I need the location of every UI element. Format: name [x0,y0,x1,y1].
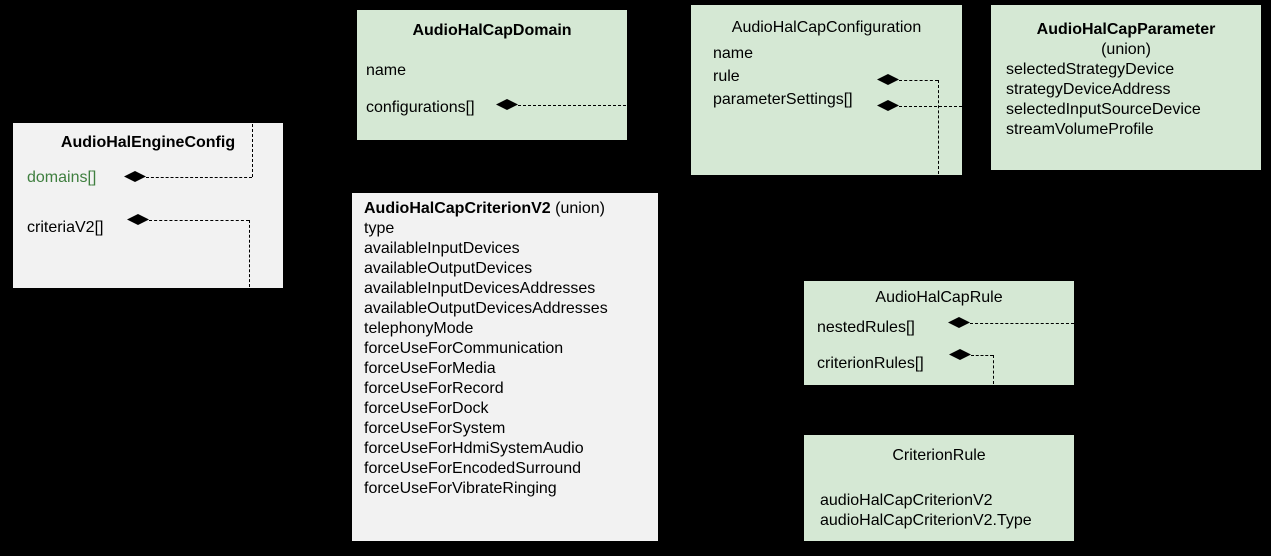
attribute-availableinputdevices: availableInputDevices [364,240,520,257]
attribute-forceusefordock: forceUseForDock [364,400,489,417]
composition-diamond-nestedrules [948,317,970,328]
connector-parametersettings-horizontal [899,106,962,107]
attribute-telephonymode: telephonyMode [364,320,474,337]
class-box-audiohalcapconfiguration[interactable]: AudioHalCapConfiguration name rule param… [691,5,962,175]
attribute-name-domain: name [366,62,407,79]
attribute-streamvolumeprofile: streamVolumeProfile [1006,121,1154,138]
composition-diamond-configurations [496,99,518,110]
attribute-forceuseforsystem: forceUseForSystem [364,420,506,437]
attribute-domains: domains[] [27,169,97,186]
class-box-audiohalengineconfig[interactable]: AudioHalEngineConfig domains[] criteriaV… [13,123,283,288]
composition-diamond-domains [124,171,146,182]
attribute-configurations: configurations[] [366,99,475,116]
class-box-criterionrule[interactable]: CriterionRule audioHalCapCriterionV2 aud… [804,435,1074,541]
attribute-audiohalcapcriterionv2: audioHalCapCriterionV2 [820,492,993,509]
class-box-audiohalcapcriterionv2[interactable]: AudioHalCapCriterionV2 (union) type avai… [352,193,658,541]
attribute-parametersettings: parameterSettings[] [713,91,853,108]
attribute-strategydeviceaddress: strategyDeviceAddress [1006,81,1171,98]
attribute-forceuseforrecord: forceUseForRecord [364,380,504,397]
attribute-criteriav2: criteriaV2[] [27,219,104,236]
attribute-availableoutputdevices: availableOutputDevices [364,260,533,277]
connector-criterionrules-horizontal [971,355,993,356]
connector-configurations-horizontal [518,105,626,106]
connector-criteriav2-vertical [249,220,250,287]
composition-diamond-criteriav2 [127,214,149,225]
attribute-forceuseforhdmisystemaudio: forceUseForHdmiSystemAudio [364,440,584,457]
connector-criteriav2-horizontal [149,220,249,221]
class-title-audiohalcapconfiguration: AudioHalCapConfiguration [731,19,922,36]
connector-nestedrules-horizontal [970,323,1074,324]
connector-domains-horizontal [146,177,252,178]
connector-rule-vertical [938,80,939,174]
class-title-criterionrule: CriterionRule [892,447,986,464]
attribute-type: type [364,220,395,237]
class-title-audiohalcaprule: AudioHalCapRule [875,289,1003,306]
attribute-availableinputdevicesaddresses: availableInputDevicesAddresses [364,280,596,297]
attribute-forceuseforvibrateringing: forceUseForVibrateRinging [364,480,557,497]
attribute-forceuseforencodedsurround: forceUseForEncodedSurround [364,460,582,477]
class-title-audiohalengineconfig: AudioHalEngineConfig [60,134,236,151]
composition-diamond-criterionrules [949,349,971,360]
connector-criterionrules-vertical [993,355,994,384]
composition-diamond-parametersettings [877,100,899,111]
class-title-audiohalcapparameter: AudioHalCapParameter [1036,21,1216,38]
class-box-audiohalcapdomain[interactable]: AudioHalCapDomain name configurations[] [357,10,627,140]
connector-domains-vertical [252,124,253,177]
attribute-forceuseforcommunication: forceUseForCommunication [364,340,564,357]
composition-diamond-rule [877,74,899,85]
attribute-list-criterionv2: type availableInputDevices availableOutp… [364,219,657,499]
class-box-audiohalcaprule[interactable]: AudioHalCapRule nestedRules[] criterionR… [804,281,1074,385]
class-title-text: AudioHalCapCriterionV2 [364,200,551,217]
attribute-rule: rule [713,68,740,85]
attribute-nestedrules: nestedRules[] [817,319,915,336]
attribute-selectedinputsourcedevice: selectedInputSourceDevice [1006,101,1201,118]
attribute-audiohalcapcriterionv2-type: audioHalCapCriterionV2.Type [820,512,1032,529]
class-subtitle-text: (union) [555,200,605,217]
attribute-forceuseformedia: forceUseForMedia [364,360,496,377]
attribute-availableoutputdevicesaddresses: availableOutputDevicesAddresses [364,300,608,317]
attribute-selectedstrategydevice: selectedStrategyDevice [1006,61,1175,78]
connector-rule-horizontal [899,80,938,81]
class-title-audiohalcapcriterionv2: AudioHalCapCriterionV2 (union) [364,199,657,219]
class-box-audiohalcapparameter[interactable]: AudioHalCapParameter (union) selectedStr… [991,5,1261,170]
class-title-audiohalcapdomain: AudioHalCapDomain [412,22,572,39]
class-subtitle-audiohalcapparameter: (union) [1101,41,1151,58]
attribute-criterionrules: criterionRules[] [817,355,924,372]
attribute-name-configuration: name [713,45,754,62]
